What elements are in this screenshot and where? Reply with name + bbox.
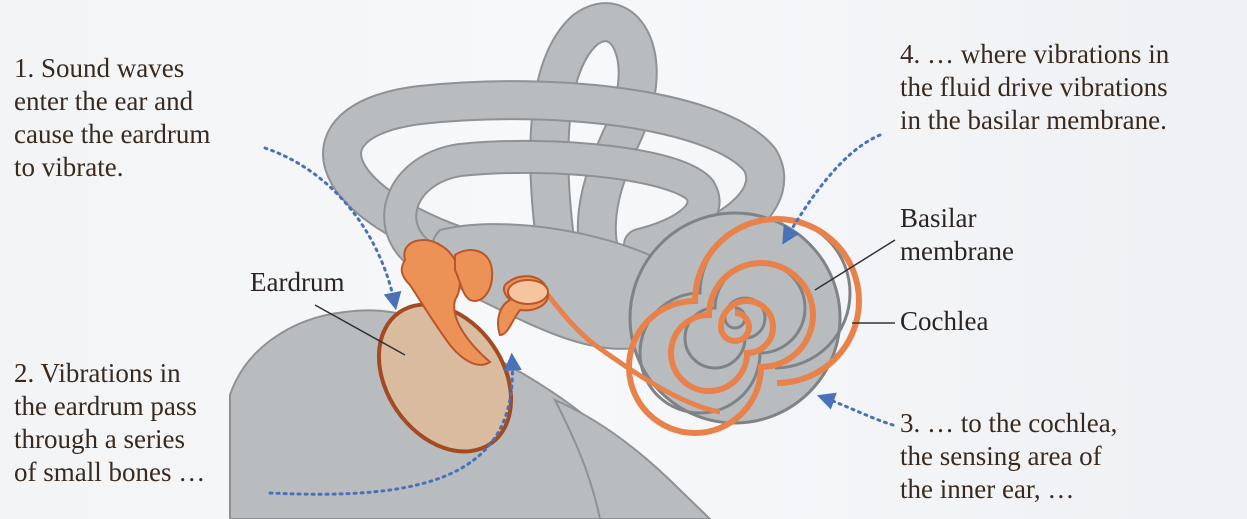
step-3-text: 3. … to the cochlea, the sensing area of… [900, 407, 1117, 506]
oval-window [508, 280, 548, 304]
incus-bone [455, 250, 492, 301]
basilar-membrane-label: Basilar membrane [900, 202, 1014, 268]
eardrum-label: Eardrum [250, 266, 344, 299]
step-2-text: 2. Vibrations in the eardrum pass throug… [14, 357, 205, 489]
cochlea-label: Cochlea [900, 305, 988, 338]
step-1-text: 1. Sound waves enter the ear and cause t… [14, 52, 210, 184]
arrow-step3-to-cochlea [822, 397, 893, 425]
step-4-text: 4. … where vibrations in the fluid drive… [900, 38, 1169, 137]
